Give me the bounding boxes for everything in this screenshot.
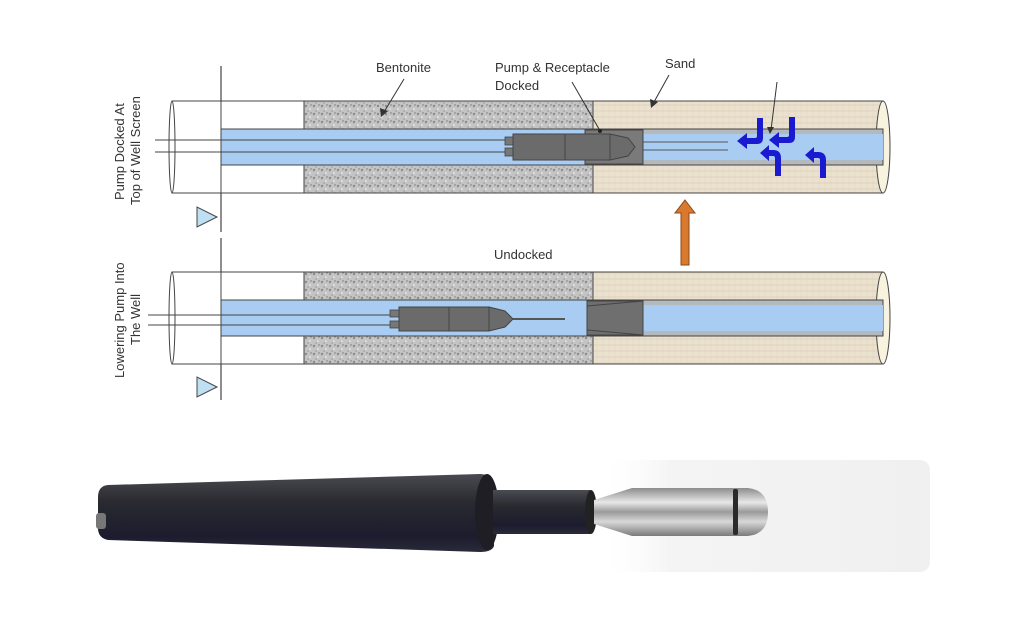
bentonite-label: Bentonite [376,60,431,75]
o-ring [733,489,738,535]
casing-end [171,100,222,194]
receptacle [586,300,644,336]
casing-end [171,271,222,365]
top-panel-docked: Pump Docked At Top of Well Screen [112,56,891,232]
flow-arrow-icon [760,145,781,176]
pump-docked [504,133,636,161]
water-level-triangle-icon [196,206,219,228]
pump-undocked [389,306,565,332]
tube [493,490,591,534]
pump-receptacle-label: Pump & Receptacle [495,60,610,75]
bottom-side-label-line1: Lowering Pump Into [112,262,127,378]
undocked-label: Undocked [494,247,553,262]
bottom-side-label-line2: The Well [128,294,143,345]
flow-arrow-icon [769,117,795,148]
flow-arrow-icon [737,118,763,149]
transition-up-arrow-icon [673,199,697,266]
pump-body [98,474,494,552]
water-flow-arrows [737,117,826,178]
pump-photo [96,460,930,572]
receptacle-tip [594,488,768,536]
bottom-panel-undocked: Lowering Pump Into The Well Undocked [112,238,891,400]
flow-arrow-icon [805,147,826,178]
sand-label: Sand [665,56,695,71]
docked-label: Docked [495,78,539,93]
top-side-label-line2: Top of Well Screen [128,96,143,205]
water-level-triangle-icon [196,376,219,398]
top-side-label-line1: Pump Docked At [112,103,127,200]
